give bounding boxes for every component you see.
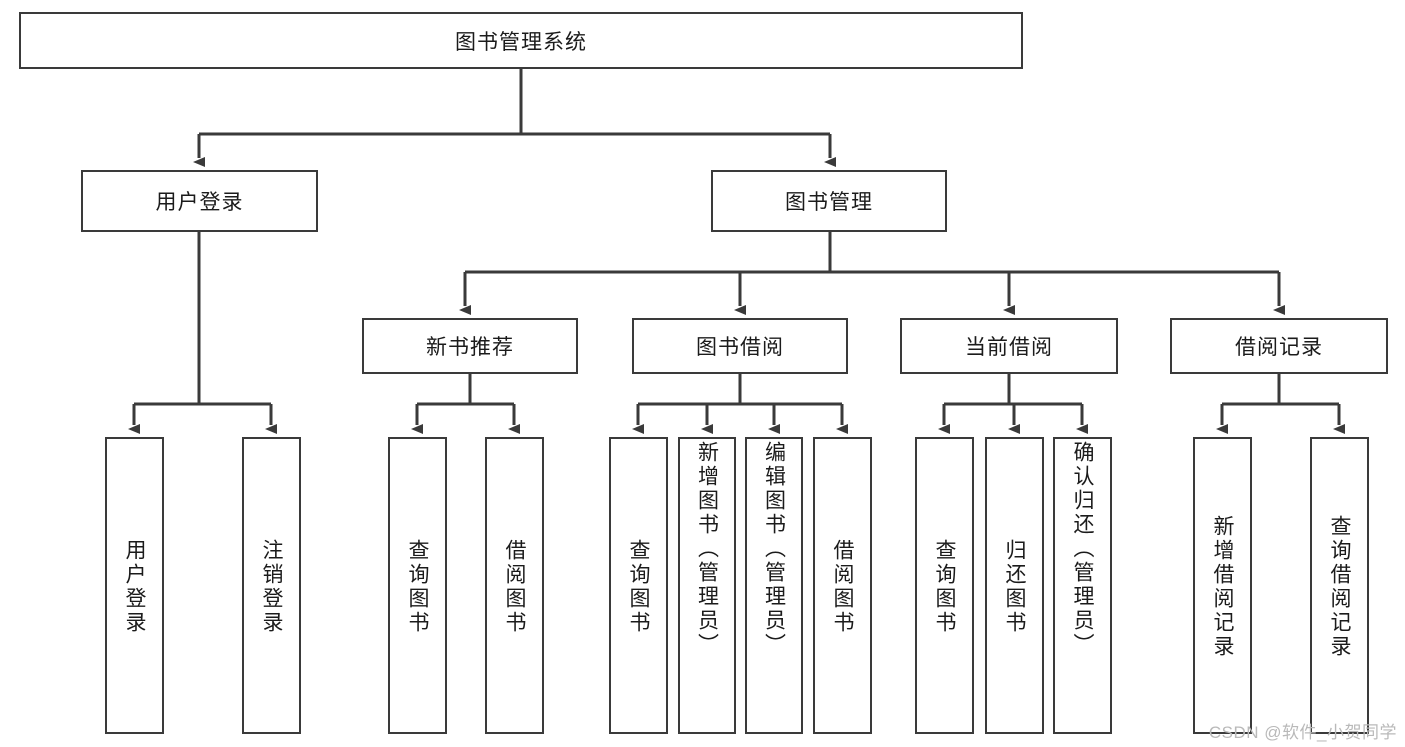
leaf-rec-query-label: 查询图书 [406,538,429,635]
leaf-current-return[interactable]: 归还图书 [985,437,1044,734]
leaf-user-logout[interactable]: 注销登录 [242,437,301,734]
node-book-manage-label: 图书管理 [785,191,873,214]
node-current-borrow[interactable]: 当前借阅 [900,318,1118,374]
leaf-borrow-query[interactable]: 查询图书 [609,437,668,734]
leaf-borrow-do-label: 借阅图书 [831,538,854,635]
leaf-borrow-add-label: 新增图书（管理员） [695,441,719,657]
leaf-current-query-label: 查询图书 [933,538,956,635]
node-user-login-label: 用户登录 [155,191,244,214]
node-borrow-record[interactable]: 借阅记录 [1170,318,1388,374]
node-root-label: 图书管理系统 [455,30,587,54]
leaf-borrow-query-label: 查询图书 [627,538,650,635]
leaf-rec-borrow-label: 借阅图书 [503,538,526,635]
node-book-manage[interactable]: 图书管理 [711,170,947,232]
leaf-current-return-label: 归还图书 [1003,538,1026,635]
leaf-current-query[interactable]: 查询图书 [915,437,974,734]
node-root[interactable]: 图书管理系统 [19,12,1023,69]
leaf-record-add[interactable]: 新增借阅记录 [1193,437,1252,734]
leaf-borrow-do[interactable]: 借阅图书 [813,437,872,734]
leaf-current-confirm[interactable]: 确认归还（管理员） [1053,437,1112,734]
node-book-borrow-label: 图书借阅 [696,336,784,359]
leaf-record-add-label: 新增借阅记录 [1211,514,1234,659]
leaf-record-query[interactable]: 查询借阅记录 [1310,437,1369,734]
node-book-borrow[interactable]: 图书借阅 [632,318,848,374]
node-borrow-record-label: 借阅记录 [1235,336,1323,359]
node-new-book-rec-label: 新书推荐 [426,336,514,359]
leaf-user-logout-label: 注销登录 [260,538,283,635]
leaf-rec-borrow[interactable]: 借阅图书 [485,437,544,734]
leaf-record-query-label: 查询借阅记录 [1328,514,1351,659]
leaf-rec-query[interactable]: 查询图书 [388,437,447,734]
watermark-text: CSDN @软件_小贺同学 [1208,723,1397,742]
node-user-login[interactable]: 用户登录 [81,170,318,232]
leaf-borrow-edit[interactable]: 编辑图书（管理员） [745,437,803,734]
node-current-borrow-label: 当前借阅 [965,336,1053,359]
leaf-user-login[interactable]: 用户登录 [105,437,164,734]
leaf-borrow-edit-label: 编辑图书（管理员） [762,441,786,657]
leaf-current-confirm-label: 确认归还（管理员） [1071,441,1094,657]
leaf-borrow-add[interactable]: 新增图书（管理员） [678,437,736,734]
leaf-user-login-label: 用户登录 [123,538,146,635]
node-new-book-rec[interactable]: 新书推荐 [362,318,578,374]
